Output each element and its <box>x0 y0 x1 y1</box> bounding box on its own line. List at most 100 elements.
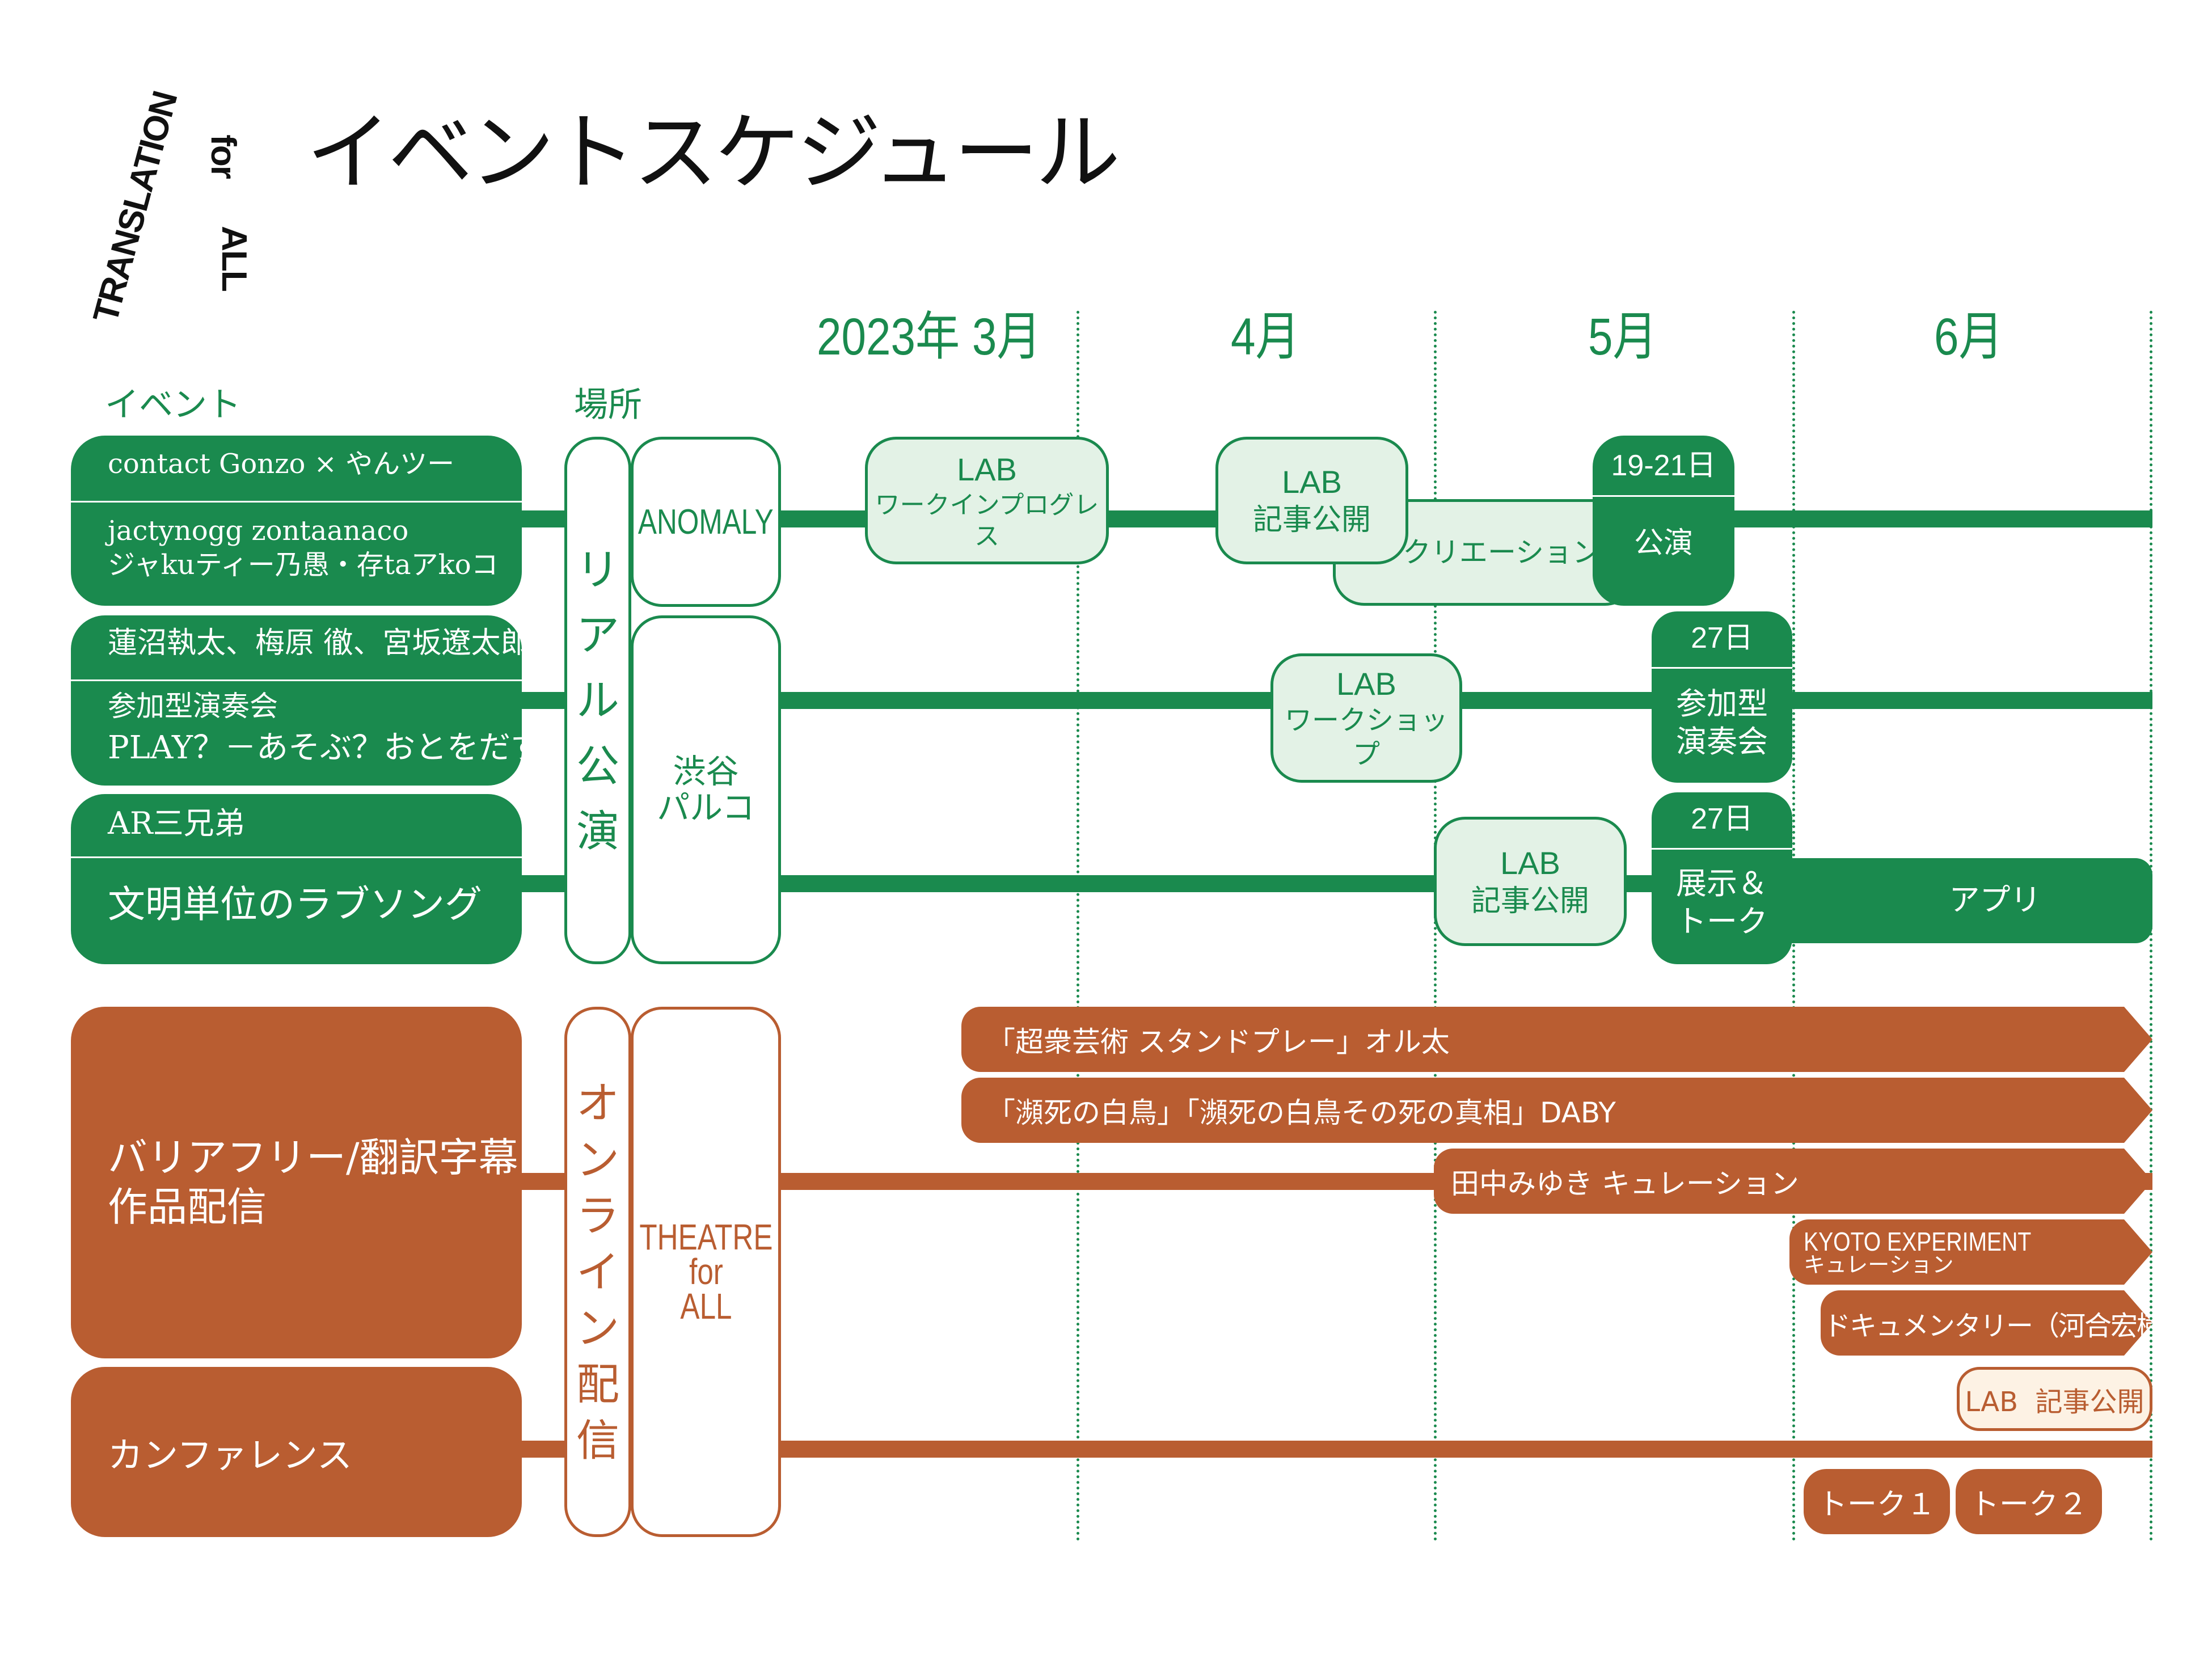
venue-category-char: ン <box>576 1303 619 1354</box>
exhibition-label-line2: トーク <box>1676 905 1768 939</box>
logo-text-for: for <box>203 134 243 178</box>
concert-label: 参加型 演奏会 <box>1652 675 1792 771</box>
event-divider <box>71 501 522 503</box>
event-contact-gonzo: contact Gonzo × やんツー <box>108 448 455 480</box>
performance-date: 19-21日 <box>1611 449 1716 482</box>
venue-parco-line2: パルコ <box>657 788 755 827</box>
logo-text-all: ALL <box>214 226 254 291</box>
exhibition-label-line1: 展示＆ <box>1676 866 1768 901</box>
stream-standplay-label: 「超衆芸術 スタンドプレー」オル太 <box>987 1025 1450 1058</box>
venue-category-char: ア <box>576 610 619 661</box>
stream-kyoto-line2: キュレーション <box>1804 1253 1954 1277</box>
logo: TRANSLATION for ALL <box>68 51 284 327</box>
month-divider-1 <box>1077 311 1079 1542</box>
event-love-song: 文明単位のラブソング <box>108 883 482 926</box>
lab-detail: ワークショップ <box>1284 706 1448 770</box>
stream-dying-swan-label: 「瀕死の白鳥」「瀕死の白鳥その死の真相」DABY <box>987 1096 1616 1129</box>
event-box-streaming: バリアフリー/翻訳字幕 作品配信 <box>71 1007 522 1358</box>
talk-1: トーク１ <box>1804 1469 1950 1534</box>
app-label: アプリ <box>1949 883 2041 918</box>
performance-label: 公演 <box>1633 526 1693 560</box>
venue-category-char: ン <box>576 1134 619 1185</box>
lab-label: LAB <box>1282 464 1342 500</box>
stream-kyoto-experiment: KYOTO EXPERIMENT キュレーション <box>1789 1219 2152 1285</box>
event-box-anomaly: contact Gonzo × やんツー jactynogg zontaanac… <box>71 436 522 606</box>
talk-2-label: トーク２ <box>1969 1488 2088 1522</box>
exhibition-block: 27日 展示＆ トーク <box>1652 792 1792 964</box>
venue-category-char: ル <box>576 675 619 726</box>
divider <box>1652 848 1792 850</box>
stream-documentary-label: ドキュメンタリー（河合宏樹） <box>1823 1310 2189 1342</box>
lab-article-2: LAB 記事公開 <box>1434 817 1627 946</box>
event-jactynogg-line2: ジャkuティー乃愚・存taアkoコ <box>108 549 499 581</box>
creation-label: クリエーション <box>1403 536 1601 568</box>
lab-detail: ワークインプログレス <box>875 491 1099 550</box>
venue-category-char: 演 <box>576 805 619 856</box>
venue-category-char: 信 <box>576 1415 619 1466</box>
stream-tanaka-label: 田中みゆき キュレーション <box>1451 1167 1799 1200</box>
lab-workshop: LAB ワークショップ <box>1270 653 1462 783</box>
month-march: 2023年 3月 <box>817 308 1041 366</box>
venue-theatre-line1: THEATRE <box>639 1217 773 1258</box>
lab-label: LAB <box>1336 666 1396 702</box>
venue-category-char: イ <box>576 1246 619 1297</box>
exhibition-label: 展示＆ トーク <box>1652 855 1792 951</box>
venue-category-char: ラ <box>576 1190 619 1241</box>
concert-label-line2: 演奏会 <box>1676 725 1768 759</box>
venue-category-char: リ <box>576 544 619 596</box>
venue-theatre-for-all: THEATRE for ALL <box>631 1007 781 1537</box>
event-box-ar: AR三兄弟 文明単位のラブソング <box>71 794 522 964</box>
talk-2: トーク２ <box>1956 1469 2102 1534</box>
stream-tanaka-curation: 田中みゆき キュレーション <box>1434 1149 2152 1214</box>
venue-theatre-line2: for <box>689 1251 723 1293</box>
column-label-place: 場所 <box>574 385 642 425</box>
logo-text-translation: TRANSLATION <box>86 87 185 327</box>
month-june: 6月 <box>1934 308 2003 366</box>
venue-parco-line1: 渋谷 <box>673 752 739 791</box>
venue-category-char: オ <box>576 1078 619 1129</box>
lab-label: LAB <box>1500 845 1560 881</box>
performance-block: 19-21日 公演 <box>1593 436 1734 606</box>
divider <box>1652 667 1792 669</box>
month-divider-2 <box>1434 311 1437 1542</box>
event-concert-line1: 参加型演奏会 <box>108 690 278 723</box>
event-concert-line2: PLAY？－あそぶ？おとをだす？ <box>108 729 575 766</box>
timeline-online-2 <box>510 1441 2152 1458</box>
column-label-event: イベント <box>105 385 241 425</box>
venue-category-char: 公 <box>576 740 619 791</box>
exhibition-date: 27日 <box>1691 802 1753 835</box>
page-title: イベントスケジュール <box>306 104 1121 202</box>
month-april: 4月 <box>1231 308 1300 366</box>
concert-date: 27日 <box>1691 621 1753 655</box>
stream-standplay: 「超衆芸術 スタンドプレー」オル太 <box>961 1007 2152 1072</box>
event-jactynogg-line1: jactynogg zontaanaco <box>108 515 409 547</box>
lab-label: LAB <box>957 451 1017 487</box>
month-may: 5月 <box>1588 308 1657 366</box>
venue-shibuya-parco: 渋谷 パルコ <box>631 615 781 964</box>
lab-article-1: LAB 記事公開 <box>1215 437 1408 564</box>
event-divider <box>71 856 522 858</box>
app-release: アプリ <box>1781 858 2152 943</box>
event-streaming-line2: 作品配信 <box>108 1184 267 1230</box>
concert-block: 27日 参加型 演奏会 <box>1652 611 1792 783</box>
lab-detail: 記事公開 <box>1252 504 1371 537</box>
venue-anomaly-label: ANOMALY <box>638 502 774 542</box>
stream-kyoto-line1: KYOTO EXPERIMENT <box>1804 1226 2032 1256</box>
event-box-conference: カンファレンス <box>71 1367 522 1537</box>
venue-category-char: 配 <box>576 1359 619 1410</box>
venue-theatre-line3: ALL <box>679 1285 732 1327</box>
stream-dying-swan: 「瀕死の白鳥」「瀕死の白鳥その死の真相」DABY <box>961 1078 2152 1143</box>
lab-article-online: LAB 記事公開 <box>1957 1367 2152 1431</box>
lab-detail: 記事公開 <box>1471 884 1589 918</box>
event-ar-brothers: AR三兄弟 <box>108 805 245 841</box>
event-divider <box>71 679 522 681</box>
event-hasunuma-artists: 蓮沼執太、梅原 徹、宮坂遼太郎 <box>108 626 530 660</box>
concert-label-line1: 参加型 <box>1676 686 1768 721</box>
venue-category-real: リ ア ル 公 演 <box>564 437 631 964</box>
lab-online-label: LAB 記事公開 <box>1965 1386 2145 1418</box>
lab-work-in-progress: LAB ワークインプログレス <box>865 437 1109 564</box>
event-streaming-line1: バリアフリー/翻訳字幕 <box>108 1134 518 1181</box>
divider <box>1593 495 1734 497</box>
venue-anomaly: ANOMALY <box>631 437 781 607</box>
venue-category-online: オ ン ラ イ ン 配 信 <box>564 1007 631 1537</box>
